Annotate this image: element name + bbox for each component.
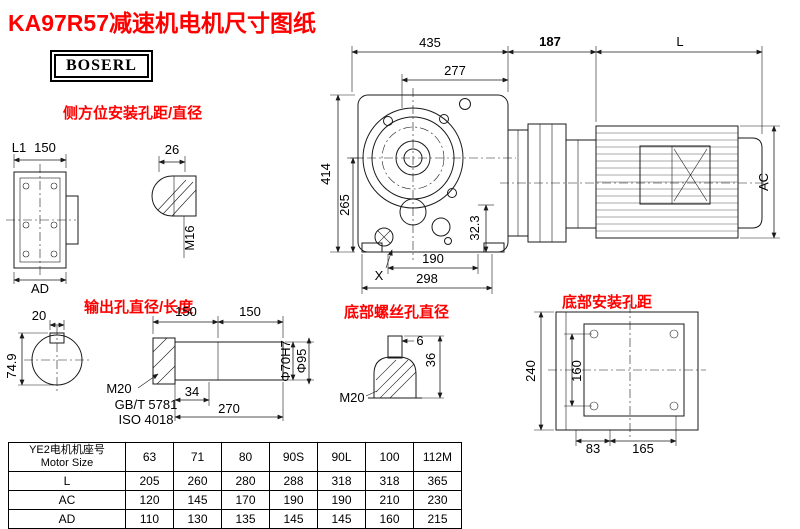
table-cell: 190 — [269, 490, 318, 510]
table-col-80: 80 — [221, 442, 270, 472]
dim-298: 298 — [416, 271, 438, 286]
dim-l1: L1 — [12, 140, 26, 155]
table-cell: 170 — [221, 490, 270, 510]
dim-phi95: Φ95 — [294, 349, 309, 374]
std-gbt5781: GB/T 5781 — [115, 397, 178, 412]
row-label-l: L — [8, 471, 126, 491]
dim-34: 34 — [185, 384, 199, 399]
table-cell: 145 — [173, 490, 222, 510]
dim-74-9: 74.9 — [4, 353, 19, 378]
table-cell: 280 — [221, 471, 270, 491]
table-cell: 288 — [269, 471, 318, 491]
table-cell: 160 — [365, 509, 414, 529]
table-cell: 318 — [317, 471, 366, 491]
table-cell: 260 — [173, 471, 222, 491]
motor-size-table: YE2电机机座号 Motor Size 63 71 80 90S 90L 100… — [8, 442, 462, 529]
dim-out-150a: 150 — [175, 304, 197, 319]
table-cell: 210 — [365, 490, 414, 510]
dim-6: 6 — [416, 333, 423, 348]
fan-cover — [738, 137, 763, 229]
dim-414: 414 — [318, 163, 333, 185]
table-corner-cell: YE2电机机座号 Motor Size — [8, 442, 126, 472]
table-cell: 215 — [413, 509, 462, 529]
dim-165: 165 — [632, 441, 654, 456]
dim-side-150: 150 — [34, 140, 56, 155]
table-header-row: YE2电机机座号 Motor Size 63 71 80 90S 90L 100… — [8, 442, 462, 472]
dim-32-3: 32.3 — [467, 215, 482, 240]
table-col-112m: 112M — [413, 442, 462, 472]
label-output-hole: 输出孔直径/长度 — [84, 299, 194, 316]
bottom-bolt-detail: 6 36 M20 — [339, 333, 444, 405]
dim-out-150b: 150 — [239, 304, 261, 319]
dim-160: 160 — [569, 360, 584, 382]
dim-motor-l: L — [676, 34, 683, 49]
dim-435: 435 — [419, 35, 441, 50]
dim-187: 187 — [539, 34, 561, 49]
dim-m16: M16 — [182, 225, 197, 250]
dim-20: 20 — [32, 308, 46, 323]
label-side-mount-hole: 侧方位安装孔距/直径 — [63, 105, 203, 122]
brand-logo-text: BOSERL — [54, 54, 149, 78]
row-label-ac: AC — [8, 490, 126, 510]
side-shaft-detail: 26 M16 — [151, 142, 197, 258]
std-iso4018: ISO 4018 — [119, 412, 174, 427]
dim-277: 277 — [444, 63, 466, 78]
dim-bolt-m20: M20 — [339, 390, 364, 405]
dim-x: X — [375, 268, 384, 283]
table-col-90l: 90L — [317, 442, 366, 472]
table-row-ac: AC 120 145 170 190 190 210 230 — [8, 490, 462, 510]
table-cell: 145 — [269, 509, 318, 529]
dim-motor-ac: AC — [756, 173, 771, 191]
table-cell: 135 — [221, 509, 270, 529]
dim-265: 265 — [337, 194, 352, 216]
table-cell: 190 — [317, 490, 366, 510]
table-cell: 318 — [365, 471, 414, 491]
table-cell: 205 — [125, 471, 174, 491]
brand-logo: BOSERL — [50, 50, 153, 82]
dim-190: 190 — [422, 251, 444, 266]
terminal-box — [639, 145, 711, 205]
table-cell: 110 — [125, 509, 174, 529]
table-col-100: 100 — [365, 442, 414, 472]
table-col-63: 63 — [125, 442, 174, 472]
table-corner-en: Motor Size — [40, 457, 94, 469]
motor-side-view: 187 L AC — [500, 34, 780, 243]
dim-26: 26 — [165, 142, 179, 157]
table-cell: 230 — [413, 490, 462, 510]
label-bottom-mount-hole: 底部安装孔距 — [562, 294, 653, 311]
side-mount-view: L1 150 AD — [6, 140, 79, 296]
table-row-l: L 205 260 280 288 318 318 365 — [8, 471, 462, 491]
table-corner-cn: YE2电机机座号 — [29, 444, 105, 456]
table-col-90s: 90S — [269, 442, 318, 472]
dim-side-ad: AD — [31, 281, 49, 296]
table-cell: 145 — [317, 509, 366, 529]
page-title: KA97R57减速机电机尺寸图纸 — [8, 10, 316, 36]
dim-240: 240 — [523, 360, 538, 382]
table-col-71: 71 — [173, 442, 222, 472]
row-label-ad: AD — [8, 509, 126, 529]
table-cell: 130 — [173, 509, 222, 529]
dim-36: 36 — [423, 353, 438, 367]
bottom-mount-view: 240 160 83 165 — [523, 304, 706, 456]
dim-83: 83 — [586, 441, 600, 456]
dim-270: 270 — [218, 401, 240, 416]
output-shaft-view: 20 74.9 150 150 M20 GB/T 5781 ISO 4018 3… — [4, 304, 314, 427]
table-row-ad: AD 110 130 135 145 145 160 215 — [8, 509, 462, 529]
dim-phi70h7: Φ70H7 — [278, 340, 293, 381]
table-cell: 120 — [125, 490, 174, 510]
table-cell: 365 — [413, 471, 462, 491]
label-bottom-screw-hole: 底部螺丝孔直径 — [344, 304, 450, 321]
gearbox-front-view: 435 277 414 265 32.3 190 298 X — [318, 35, 516, 294]
dim-out-m20: M20 — [106, 381, 131, 396]
